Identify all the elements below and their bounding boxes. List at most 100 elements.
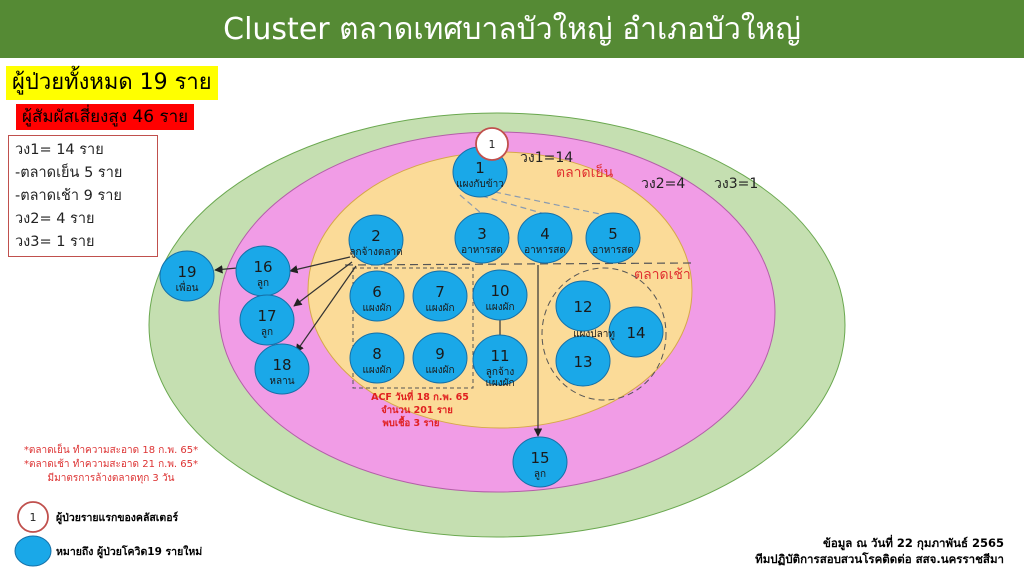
vegetable-group-box (352, 267, 474, 389)
total-patients-banner: ผู้ป่วยทั้งหมด 19 ราย (6, 66, 218, 100)
case-node-9: 9 แผงผัก (412, 332, 468, 384)
case-number: 9 (435, 345, 445, 363)
case-circle (608, 306, 664, 358)
summary-line: วง2= 4 ราย (15, 211, 95, 227)
case-label: อาหารสด (461, 245, 503, 256)
link-2-18 (295, 265, 357, 353)
case-number: 19 (177, 263, 196, 281)
case-number: 2 (371, 227, 381, 245)
case-number: 6 (372, 283, 382, 301)
case-label: อาหารสด (592, 245, 634, 256)
case-node-13: 13 (555, 335, 611, 387)
case-node-15: 15ลูก (512, 436, 568, 488)
acf-note-line: จำนวน 201 ราย (381, 405, 453, 416)
case-circle (412, 270, 468, 322)
index-case-marker: 1 (475, 127, 509, 161)
legend-case-marker (14, 535, 52, 567)
case-node-4: 4 อาหารสด (517, 212, 573, 264)
morning-market-label: ตลาดเช้า (634, 267, 691, 283)
legend: 1 ผู้ป่วยรายแรกของคลัสเตอร์ หมายถึง ผู้ป… (14, 501, 202, 567)
link-2-16 (289, 256, 351, 274)
case-label: แผงผัก (425, 365, 454, 376)
link-2-17 (293, 261, 353, 307)
summary-line: วง3= 1 ราย (15, 234, 95, 250)
case-circle (555, 280, 611, 332)
case-number: 7 (435, 283, 445, 301)
source-line: ข้อมูล ณ วันที่ 22 กุมภาพันธ์ 2565 (822, 536, 1004, 550)
source-line: ทีมปฏิบัติการสอบสวนโรคติดต่อ สสจ.นครราชส… (755, 552, 1004, 566)
case-label: ลูก (261, 327, 273, 338)
case-number: 8 (372, 345, 382, 363)
case-node-6: 6 แผงผัก (349, 270, 405, 322)
case-circle (454, 212, 510, 264)
case-circle (254, 343, 310, 395)
case-circle (239, 294, 295, 346)
case-number: 4 (540, 225, 550, 243)
case-node-14: 14 (608, 306, 664, 358)
high-risk-contacts-banner: ผู้สัมผัสเสี่ยงสูง 46 ราย (16, 104, 195, 130)
case-number: 1 (475, 159, 485, 177)
case-circle (349, 332, 405, 384)
case-node-3: 3 อาหารสด (454, 212, 510, 264)
fish-stall-group (541, 267, 667, 401)
evening-market-links (459, 191, 601, 215)
case-label: แผงผัก (425, 303, 454, 314)
case-circle (512, 436, 568, 488)
case-label: แผงกับข้าว (456, 178, 504, 190)
acf-note-line: พบเชื้อ 3 ราย (383, 415, 440, 429)
legend-index-label: ผู้ป่วยรายแรกของคลัสเตอร์ (56, 511, 179, 525)
legend-case-label: หมายถึง ผู้ป่วยโควิด19 รายใหม่ (56, 544, 202, 559)
case-circle (349, 270, 405, 322)
index-case-number: 1 (489, 138, 496, 151)
ring-1-label: วง1=14 (520, 150, 573, 166)
case-label: หลาน (269, 376, 294, 387)
case-node-5: 5 อาหารสด (585, 212, 641, 264)
summary-line: วง1= 14 ราย (15, 142, 104, 158)
data-source: ข้อมูล ณ วันที่ 22 กุมภาพันธ์ 2565 ทีมปฏ… (755, 535, 1004, 567)
case-label: แผงผัก (485, 378, 514, 389)
legend-index-marker (17, 501, 49, 533)
case-label: ลูก (257, 278, 269, 289)
case-number: 11 (490, 347, 509, 365)
case-label: ลูกจ้าง (486, 366, 515, 378)
case-number: 14 (626, 324, 645, 342)
cleaning-note-line: *ตลาดเช้า ทำความสะอาด 21 ก.พ. 65* (23, 459, 199, 470)
acf-note-line: ACF วันที่ 18 ก.พ. 65 (371, 389, 469, 403)
case-circle (517, 212, 573, 264)
link-16-19 (214, 265, 238, 274)
case-circle (159, 250, 215, 302)
case-number: 5 (608, 225, 618, 243)
summary-line: -ตลาดเช้า 9 ราย (15, 188, 122, 204)
case-label: แผงผัก (362, 303, 391, 314)
case-circle (555, 335, 611, 387)
case-number: 13 (573, 353, 592, 371)
fish-stall-label: แผงปลาทู (573, 329, 615, 340)
case-label: ลูก (534, 469, 546, 480)
case-label: อาหารสด (524, 245, 566, 256)
evening-market-label: ตลาดเย็น (556, 163, 614, 181)
summary-box: วง1= 14 ราย -ตลาดเย็น 5 ราย -ตลาดเช้า 9 … (8, 135, 158, 257)
case-number: 3 (477, 225, 487, 243)
ring-2-label: วง2=4 (641, 176, 685, 192)
case-label: แผงผัก (485, 302, 514, 313)
ring-3-label: วง3=1 (714, 176, 758, 192)
case-node-2: 2ลูกจ้างตลาด (348, 214, 404, 266)
case-circle (412, 332, 468, 384)
case-node-7: 7 แผงผัก (412, 270, 468, 322)
market-divider (344, 262, 693, 266)
case-label: ลูกจ้างตลาด (349, 246, 402, 258)
case-number: 18 (272, 356, 291, 374)
case-circle (472, 269, 528, 321)
case-number: 16 (253, 258, 272, 276)
page-title: Cluster ตลาดเทศบาลบัวใหญ่ อำเภอบัวใหญ่ (0, 0, 1024, 58)
cleaning-note-line: มีมาตรการล้างตลาดทุก 3 วัน (47, 473, 175, 484)
case-node-17: 17ลูก (239, 294, 295, 346)
case-node-12: 12 (555, 280, 611, 332)
case-number: 12 (573, 298, 592, 316)
case-node-18: 18 หลาน (254, 343, 310, 395)
